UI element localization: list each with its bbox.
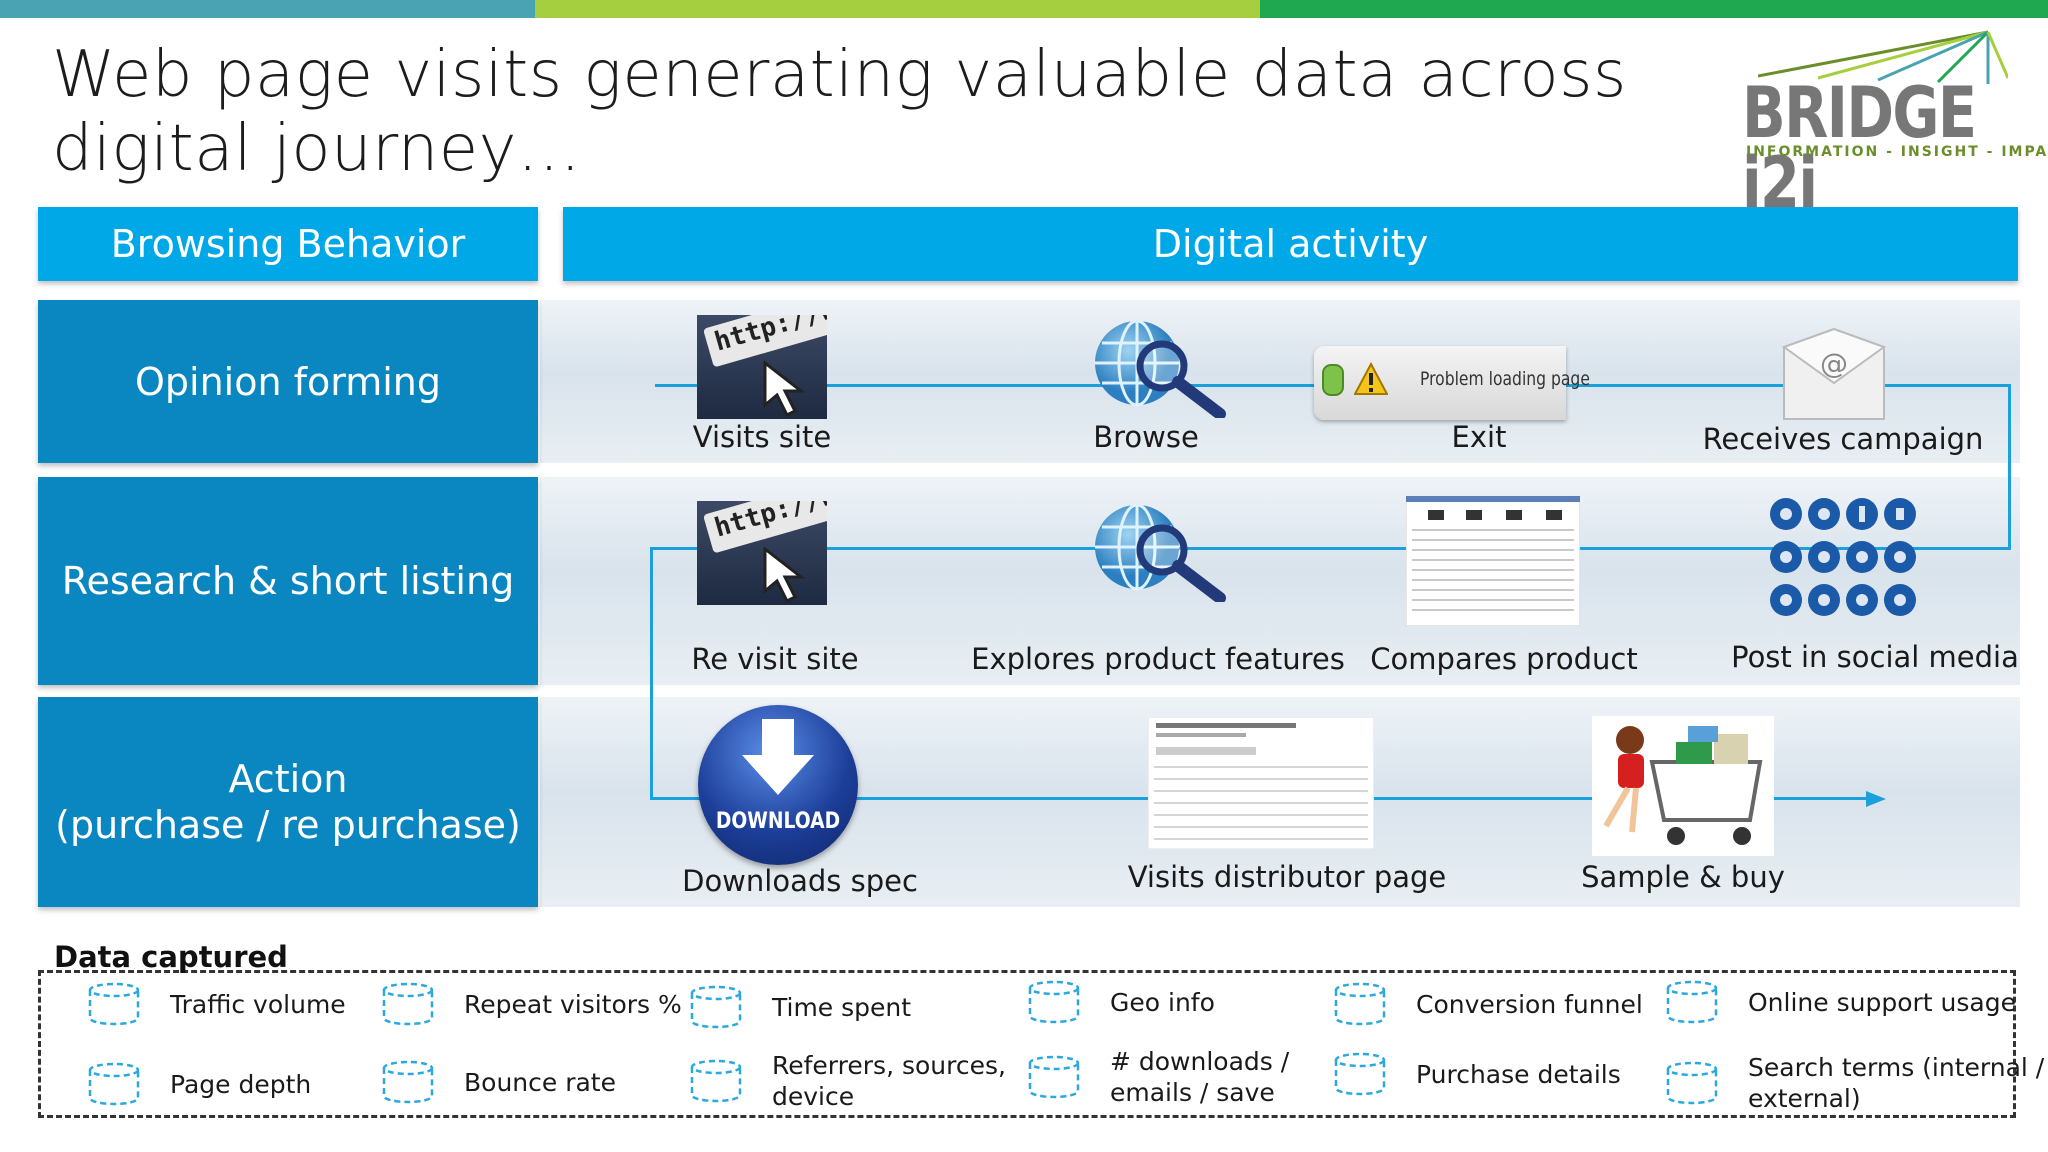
caption-compares-product: Compares product xyxy=(1370,642,1638,676)
cursor-icon xyxy=(763,547,806,603)
logo-wordmark: BRIDGE i2i xyxy=(1742,72,1977,224)
data-item-page-depth: Page depth xyxy=(88,1062,311,1106)
database-icon xyxy=(1334,1052,1386,1096)
row-label-opinion-forming: Opinion forming xyxy=(38,300,538,463)
database-icon xyxy=(88,1062,140,1106)
caption-visits-site: Visits site xyxy=(692,420,832,454)
header-digital-activity: Digital activity xyxy=(563,207,2018,281)
data-item-purchase-details: Purchase details xyxy=(1334,1052,1621,1096)
svg-text:@: @ xyxy=(1820,347,1848,380)
caption-visits-distributor: Visits distributor page xyxy=(1127,860,1447,894)
flow-line-right-connector xyxy=(2008,384,2011,550)
warning-icon xyxy=(1354,362,1388,395)
caption-re-visit-site: Re visit site xyxy=(691,642,859,676)
problem-loading-page-icon: Problem loading page xyxy=(1314,346,1590,420)
data-captured-box xyxy=(38,970,2016,1118)
caption-downloads-spec: Downloads spec xyxy=(682,864,918,898)
data-item-geo-info: Geo info xyxy=(1028,980,1215,1024)
bridge-i2i-logo: BRIDGE i2i INFORMATION - INSIGHT - IMPAC… xyxy=(1738,28,2048,218)
accent-bar-teal xyxy=(0,0,535,18)
social-media-icons-grid xyxy=(1770,498,1916,616)
database-icon xyxy=(690,1059,742,1103)
data-item-online-support: Online support usage xyxy=(1666,980,2016,1024)
globe-magnifier-icon xyxy=(1095,319,1226,418)
database-icon xyxy=(1666,980,1718,1024)
down-arrow-icon xyxy=(742,719,814,795)
data-item-repeat-visitors: Repeat visitors % xyxy=(382,982,682,1026)
row-label-research: Research & short listing xyxy=(38,477,538,685)
data-item-conversion-funnel: Conversion funnel xyxy=(1334,982,1643,1026)
flow-line-left-connector xyxy=(650,547,653,800)
distributor-page-icon xyxy=(1148,717,1374,849)
database-icon xyxy=(1028,980,1080,1024)
database-icon xyxy=(690,985,742,1029)
accent-bar-green xyxy=(1260,0,2048,18)
database-icon xyxy=(88,982,140,1026)
caption-receives-campaign: Receives campaign xyxy=(1702,422,1984,456)
data-item-referrers: Referrers, sources,device xyxy=(690,1050,1006,1112)
caption-post-social: Post in social media xyxy=(1731,640,2019,674)
database-icon xyxy=(382,982,434,1026)
flow-line-row2 xyxy=(650,547,2011,550)
globe-magnifier-icon xyxy=(1095,503,1226,602)
caption-browse: Browse xyxy=(1093,420,1199,454)
product-comparison-table-icon xyxy=(1406,496,1580,626)
email-envelope-icon: @ xyxy=(1782,327,1886,420)
slide-title: Web page visits generating valuable data… xyxy=(52,38,1627,186)
data-item-time-spent: Time spent xyxy=(690,985,911,1029)
data-item-search-terms: Search terms (internal /external) xyxy=(1666,1052,2044,1114)
caption-sample-buy: Sample & buy xyxy=(1581,860,1785,894)
logo-tagline: INFORMATION - INSIGHT - IMPACT xyxy=(1746,144,2048,160)
database-icon xyxy=(1666,1061,1718,1105)
caption-explores-product: Explores product features xyxy=(971,642,1345,676)
caption-exit: Exit xyxy=(1451,420,1507,454)
data-captured-title: Data captured xyxy=(54,940,288,974)
data-item-downloads: # downloads /emails / save xyxy=(1028,1046,1289,1108)
download-button-icon: DOWNLOAD xyxy=(698,705,858,865)
database-icon xyxy=(1334,982,1386,1026)
cursor-icon xyxy=(763,361,806,417)
http-browser-icon: http://www xyxy=(697,315,827,419)
header-browsing-behavior: Browsing Behavior xyxy=(38,207,538,281)
data-item-traffic-volume: Traffic volume xyxy=(88,982,346,1026)
database-icon xyxy=(382,1060,434,1104)
data-item-bounce-rate: Bounce rate xyxy=(382,1060,616,1104)
shopping-cart-icon xyxy=(1592,716,1774,856)
http-browser-icon: http://www xyxy=(697,501,827,605)
logo-rays-icon xyxy=(1758,30,2008,84)
flow-arrow-head-icon xyxy=(1866,791,1886,807)
accent-bar-lime xyxy=(535,0,1260,18)
row-label-action: Action (purchase / re purchase) xyxy=(38,697,538,907)
database-icon xyxy=(1028,1055,1080,1099)
